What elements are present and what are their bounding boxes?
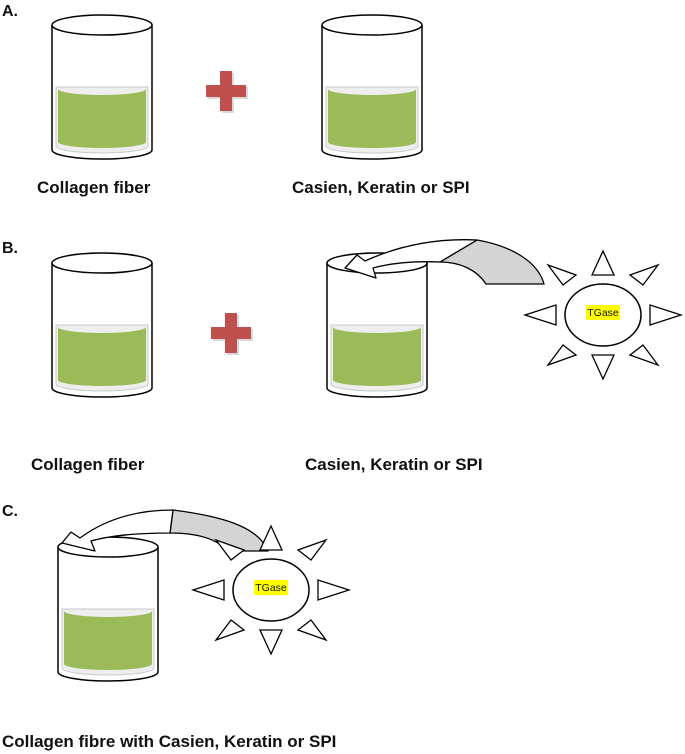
plus-icon [206, 71, 248, 113]
enzyme-burst-icon: TGase [522, 249, 684, 381]
beaker-collagen-b [51, 252, 153, 398]
panel-b-label: B. [2, 240, 18, 257]
panel-c-caption: Collagen fibre with Casien, Keratin or S… [2, 732, 336, 751]
beaker-protein-b [326, 252, 428, 398]
plus-icon [211, 313, 253, 355]
panel-a-left-caption: Collagen fiber [37, 178, 151, 197]
beaker-protein-a [321, 14, 423, 160]
enzyme-label: TGase [255, 582, 287, 594]
panel-a-label: A. [2, 3, 18, 20]
panel-a-right-caption: Casien, Keratin or SPI [292, 178, 470, 197]
enzyme-label: TGase [587, 307, 619, 319]
panel-b-left-caption: Collagen fiber [31, 455, 145, 474]
panel-b-right-caption: Casien, Keratin or SPI [305, 455, 483, 474]
panel-c-label: C. [2, 503, 18, 520]
curved-arrow-icon [61, 509, 269, 552]
beaker-mixture-c [57, 536, 159, 682]
beaker-collagen-a [51, 14, 153, 160]
enzyme-burst-icon: TGase [190, 524, 352, 656]
curved-arrow-icon [344, 239, 545, 285]
